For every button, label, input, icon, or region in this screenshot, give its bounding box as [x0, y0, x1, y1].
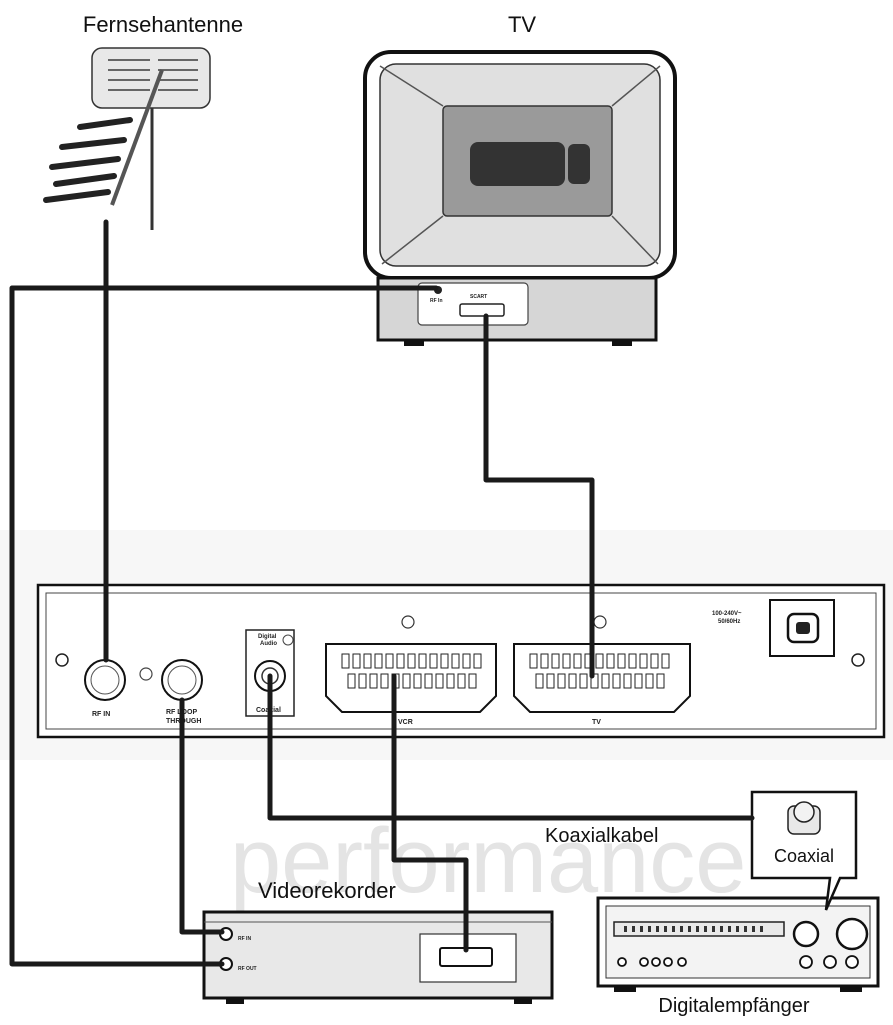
antenna-label: Fernsehantenne	[83, 12, 243, 37]
power-frequency-label: 50/60Hz	[718, 619, 740, 625]
cable-vcr-to-tv-rf	[9, 285, 439, 967]
coaxial-callout: Coaxial	[750, 790, 858, 911]
screw-icon	[55, 653, 69, 667]
cable-coaxial-audio	[267, 673, 755, 821]
receiver-label: Digitalempfänger	[658, 995, 810, 1017]
digital-receiver-icon	[596, 896, 880, 992]
tv-scart-label: TV	[592, 719, 601, 726]
watermark-brand: performance	[230, 810, 746, 912]
screw-icon	[851, 653, 865, 667]
tv-scart-port-icon	[459, 303, 505, 317]
rf-in-label: RF IN	[92, 711, 110, 718]
cable-vcr-scart	[391, 673, 469, 953]
receiver-back-panel: RF IN RF LOOP THROUGH Digital Audio Coax…	[36, 583, 886, 739]
vcr-scart-label: VCR	[398, 719, 413, 726]
cable-rf-loop-to-vcr	[179, 697, 225, 935]
digital-label: Digital	[258, 634, 277, 640]
vcr-rf-in-label: RF IN	[238, 936, 251, 942]
power-rating-label: 100-240V~	[712, 611, 742, 617]
cables	[9, 219, 755, 967]
vcr-label: Videorekorder	[258, 878, 396, 903]
audio-label: Audio	[260, 641, 277, 647]
antenna-icon	[43, 47, 211, 230]
tv-scart-port-label: SCART	[470, 294, 487, 300]
tv-rf-port-label: RF In	[430, 298, 443, 304]
coaxial-badge-label: Coaxial	[774, 846, 834, 866]
vcr-icon: RF IN RF OUT	[202, 910, 554, 1004]
vcr-rf-out-label: RF OUT	[238, 966, 257, 972]
tv-label: TV	[508, 12, 536, 37]
tv-icon: RF In SCART	[363, 50, 677, 346]
coax-cable-label: Koaxialkabel	[545, 825, 658, 847]
cable-tv-scart	[483, 313, 595, 679]
